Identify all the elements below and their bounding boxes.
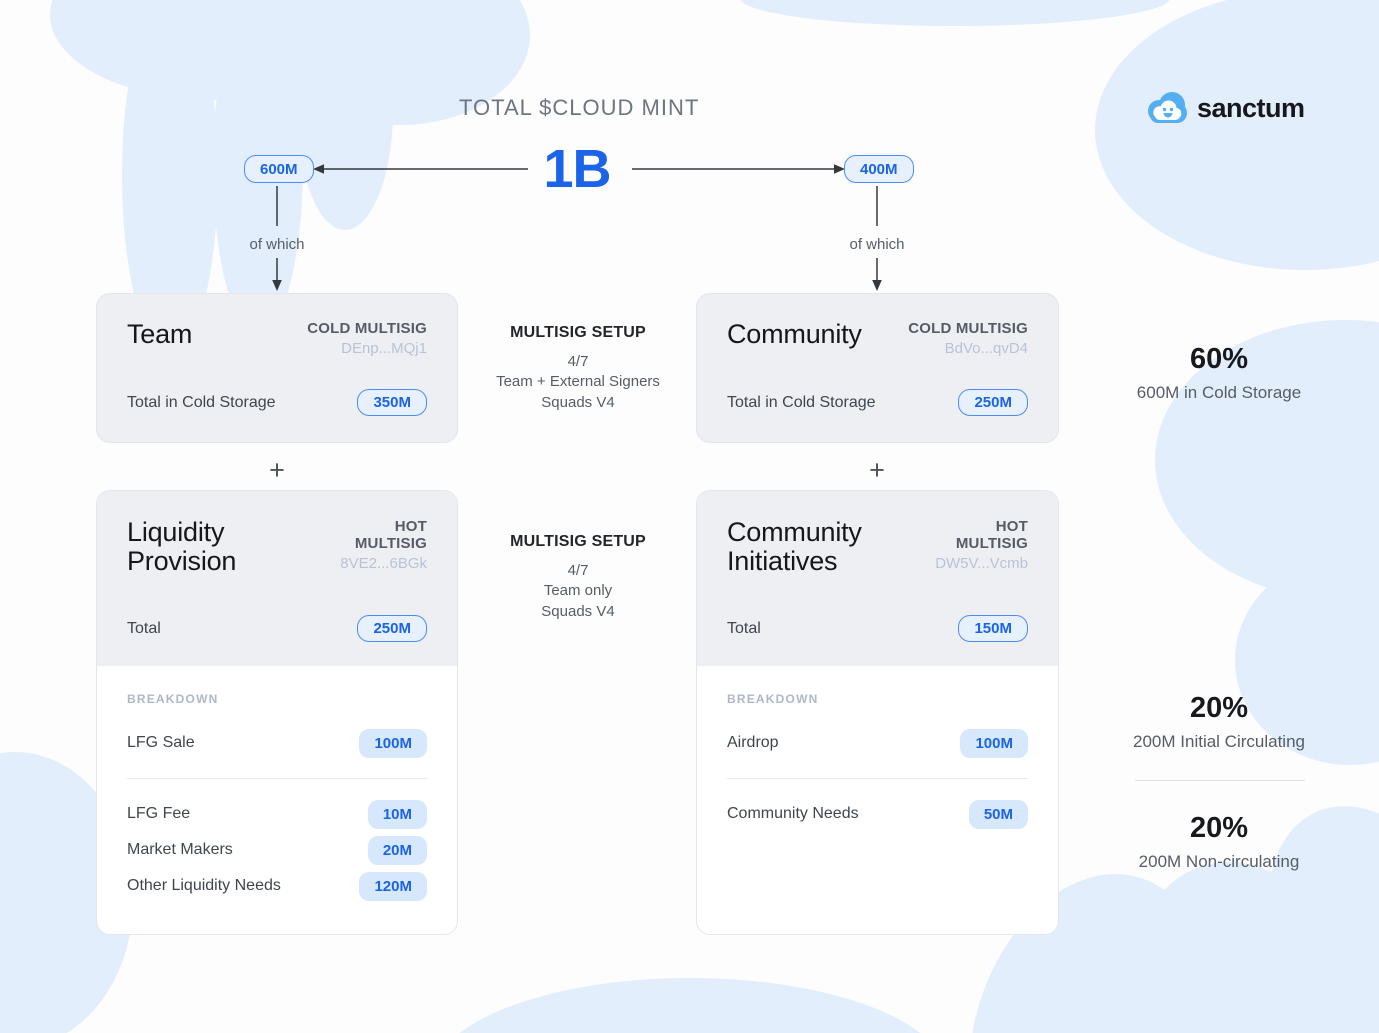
page-title: TOTAL $CLOUD MINT <box>459 95 700 120</box>
plus-sign-left: + <box>269 455 285 485</box>
total-value-pill: 150M <box>958 615 1028 642</box>
total-label: Total <box>727 619 761 637</box>
stat-label: 200M Non-circulating <box>1138 852 1300 871</box>
brand-name: sanctum <box>1197 92 1305 123</box>
breakdown-label: Market Makers <box>127 841 233 858</box>
breakdown-value-pill: 120M <box>359 871 427 901</box>
setup-signers: Team only <box>543 582 613 600</box>
card-title: Community <box>727 319 862 349</box>
multisig-address: DW5V...Vcmb <box>935 555 1028 572</box>
amount-pill-600m: 600M <box>244 155 314 183</box>
multisig-setup-cold: MULTISIG SETUP 4/7 Team + External Signe… <box>463 324 693 413</box>
breakdown-label: LFG Sale <box>127 734 195 751</box>
breakdown-title: BREAKDOWN <box>727 692 819 706</box>
breakdown-value-pill: 50M <box>968 799 1028 829</box>
total-mint-value: 1B <box>543 139 611 199</box>
total-value-pill: 250M <box>958 389 1028 416</box>
multisig-type: HOT MULTISIG <box>955 518 1028 552</box>
breakdown-row: Other Liquidity Needs 120M <box>127 871 427 901</box>
breakdown-label: Community Needs <box>727 805 859 822</box>
stat-cold-storage: 60% 600M in Cold Storage <box>1079 343 1359 403</box>
setup-title: MULTISIG SETUP <box>510 324 646 341</box>
breakdown-row: LFG Fee 10M <box>127 799 427 829</box>
breakdown-row: Airdrop 100M <box>727 728 1028 758</box>
setup-title: MULTISIG SETUP <box>510 533 646 550</box>
plus-sign-right: + <box>869 455 885 485</box>
breakdown-label: Other Liquidity Needs <box>127 877 281 894</box>
cloud-smiley-icon <box>1148 92 1187 123</box>
breakdown-label: Airdrop <box>727 734 779 751</box>
multisig-address: 8VE2...6BGk <box>340 555 427 572</box>
community-card: Community COLD MULTISIG BdVo...qvD4 Tota… <box>696 293 1059 443</box>
breakdown-row: Community Needs 50M <box>727 799 1028 829</box>
divider <box>127 778 427 779</box>
multisig-setup-hot: MULTISIG SETUP 4/7 Team only Squads V4 <box>463 533 693 622</box>
divider <box>727 778 1028 779</box>
total-label: Total <box>127 619 161 637</box>
community-initiatives-card: Community Initiatives HOT MULTISIG DW5V.… <box>696 490 1059 935</box>
breakdown-value-pill: 100M <box>359 728 427 758</box>
breakdown-value-pill: 20M <box>367 835 427 865</box>
team-card: Team COLD MULTISIG DEnp...MQj1 Total in … <box>96 293 458 443</box>
of-which-label-left: of which <box>249 236 305 253</box>
setup-threshold: 4/7 <box>567 562 589 579</box>
brand-logo: sanctum <box>1146 92 1305 124</box>
liquidity-provision-card: Liquidity Provision HOT MULTISIG 8VE2...… <box>96 490 458 935</box>
card-title: Community Initiatives <box>727 517 862 577</box>
breakdown-value-pill: 10M <box>367 799 427 829</box>
total-label: Total in Cold Storage <box>127 393 276 411</box>
total-value-pill: 350M <box>357 389 427 416</box>
breakdown-row: LFG Sale 100M <box>127 728 427 758</box>
setup-platform: Squads V4 <box>541 393 615 411</box>
setup-signers: Team + External Signers <box>496 373 660 391</box>
stat-label: 200M Initial Circulating <box>1133 732 1305 751</box>
stat-percent: 60% <box>1189 343 1249 375</box>
amount-pill-400m: 400M <box>844 155 914 183</box>
breakdown-value-pill: 100M <box>960 728 1028 758</box>
card-title: Team <box>127 319 193 349</box>
breakdown-row: Market Makers 20M <box>127 835 427 865</box>
total-label: Total in Cold Storage <box>727 393 876 411</box>
multisig-address: DEnp...MQj1 <box>341 340 427 357</box>
stat-non-circulating: 20% 200M Non-circulating <box>1079 812 1359 872</box>
setup-threshold: 4/7 <box>567 353 589 370</box>
stat-percent: 20% <box>1189 692 1249 724</box>
setup-platform: Squads V4 <box>541 602 615 620</box>
multisig-type: COLD MULTISIG <box>908 320 1028 337</box>
stat-initial-circulating: 20% 200M Initial Circulating <box>1079 692 1359 752</box>
card-title: Liquidity Provision <box>127 517 237 577</box>
of-which-label-right: of which <box>849 236 905 253</box>
breakdown-title: BREAKDOWN <box>127 692 219 706</box>
breakdown-label: LFG Fee <box>127 805 191 822</box>
multisig-address: BdVo...qvD4 <box>944 340 1028 357</box>
stat-label: 600M in Cold Storage <box>1136 383 1302 402</box>
stats-divider <box>1135 780 1305 781</box>
stat-percent: 20% <box>1189 812 1249 844</box>
multisig-type: HOT MULTISIG <box>354 518 427 552</box>
total-value-pill: 250M <box>357 615 427 642</box>
multisig-type: COLD MULTISIG <box>307 320 427 337</box>
